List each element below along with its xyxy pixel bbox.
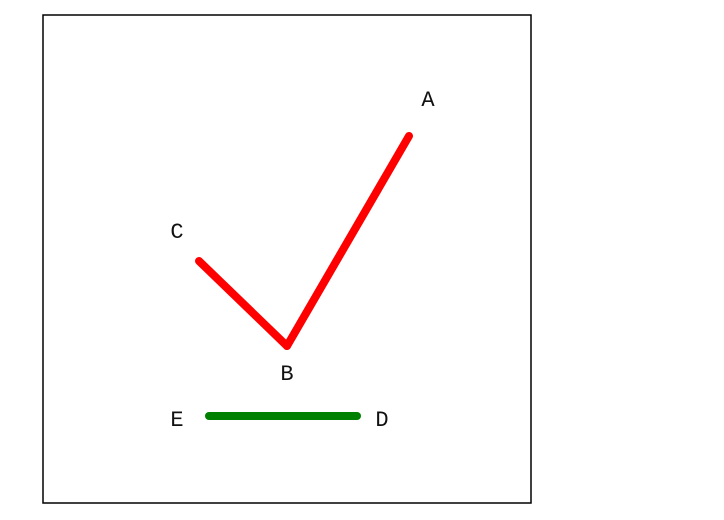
- point-label-a: A: [421, 88, 435, 113]
- point-label-b: B: [280, 362, 293, 387]
- point-label-c: C: [170, 220, 183, 245]
- figure-frame: [42, 14, 532, 504]
- point-label-d: D: [375, 408, 388, 433]
- segment-cb: [195, 257, 291, 350]
- point-label-e: E: [170, 408, 183, 433]
- segment-ba: [283, 132, 413, 350]
